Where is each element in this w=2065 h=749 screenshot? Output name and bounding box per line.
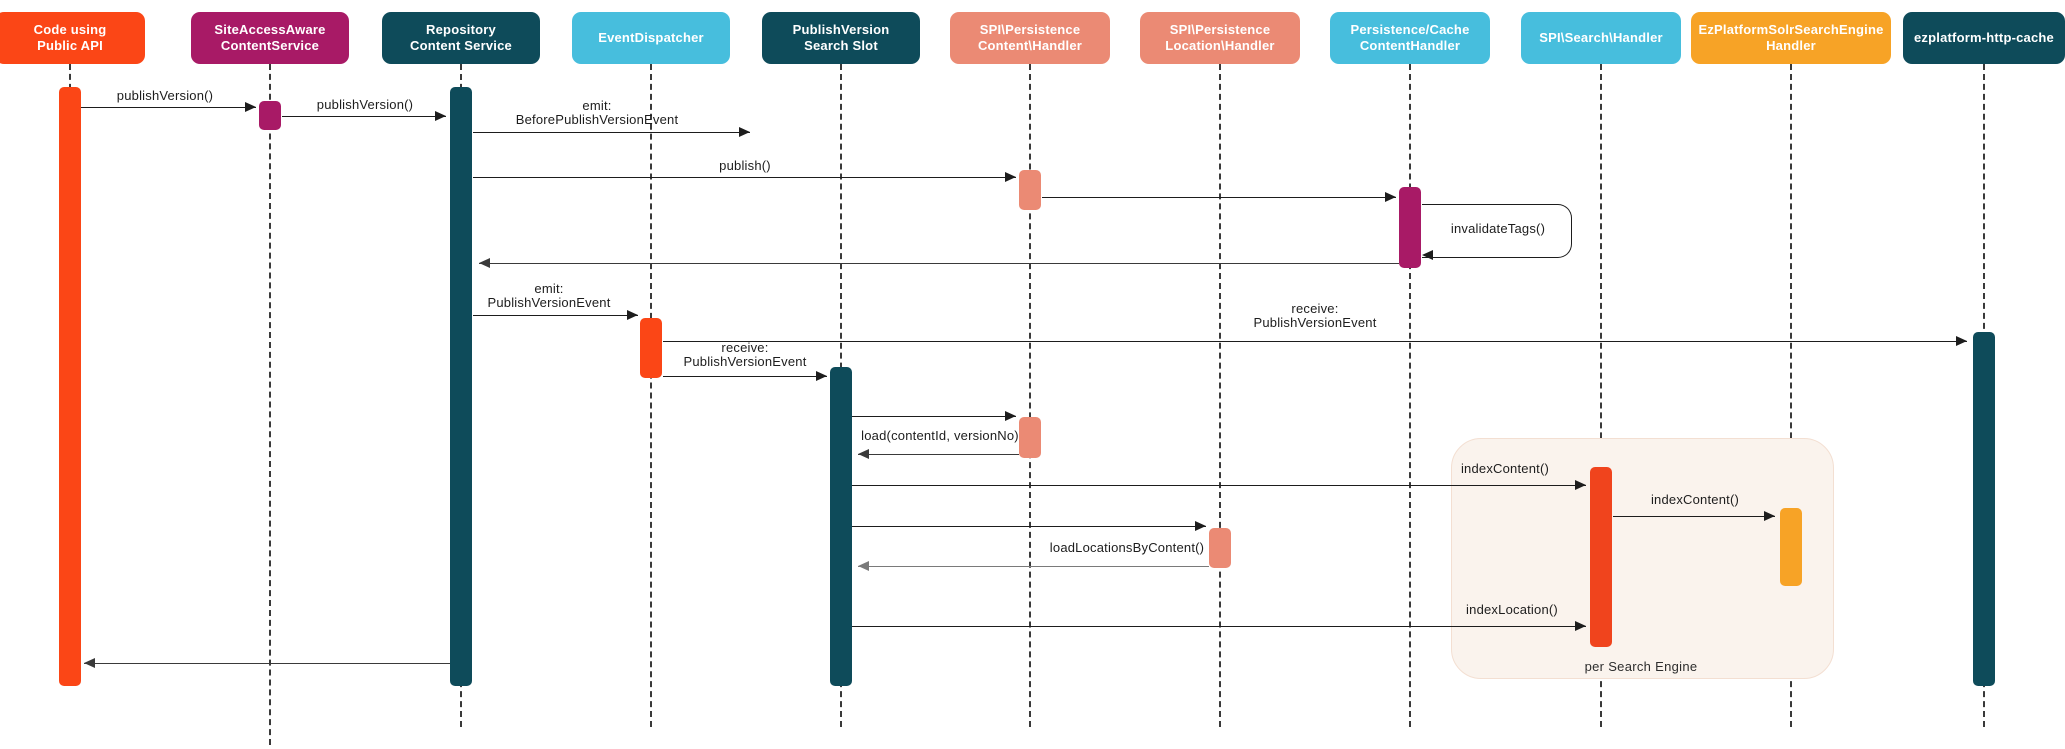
msg-index-content-2-arrowhead — [1764, 511, 1775, 521]
msg-receive-search-slot-arrowhead — [816, 371, 827, 381]
msg-locations-return-line — [858, 566, 1209, 567]
participant-box-publishversion-search-slot: PublishVersion Search Slot — [762, 12, 920, 64]
act-spi-content-2 — [1019, 417, 1041, 458]
region-per-search-engine — [1451, 438, 1834, 679]
msg-receive-http-cache-line — [663, 341, 1967, 342]
lifeline-spi-persistence-content-handler — [1029, 64, 1031, 727]
msg-load-locations-label: loadLocationsByContent() — [1049, 540, 1205, 555]
msg-load-return-arrowhead — [858, 449, 869, 459]
msg-publish-label: publish() — [719, 158, 771, 173]
act-spi-location — [1209, 528, 1231, 568]
msg-final-return-arrowhead — [84, 658, 95, 668]
msg-load-content-label: load(contentId, versionNo) — [861, 428, 1019, 443]
act-http-cache — [1973, 332, 1995, 686]
participant-box-eventdispatcher: EventDispatcher — [572, 12, 730, 64]
msg-publish-arrowhead — [1005, 172, 1016, 182]
msg-return-to-repository-line — [479, 263, 1399, 264]
msg-invalidate-tags-arrowhead — [1422, 250, 1433, 260]
msg-index-location-arrowhead — [1575, 621, 1586, 631]
msg-load-content-line — [852, 416, 1016, 417]
msg-emit-before-publish-line — [473, 132, 750, 133]
participant-box-spi-persistence-location-handler: SPI\Persistence Location\Handler — [1140, 12, 1300, 64]
msg-index-location-line — [852, 626, 1586, 627]
msg-publishversion-1-label: publishVersion() — [116, 88, 214, 103]
msg-emit-before-publish-arrowhead — [739, 127, 750, 137]
lifeline-spi-search-handler — [1600, 64, 1602, 727]
msg-load-content-arrowhead — [1005, 411, 1016, 421]
participant-box-repository-content-service: Repository Content Service — [382, 12, 540, 64]
msg-emit-before-publish-label: emit: BeforePublishVersionEvent — [515, 98, 679, 127]
participant-box-ezplatform-http-cache: ezplatform-http-cache — [1903, 12, 2065, 64]
participant-box-spi-search-handler: SPI\Search\Handler — [1521, 12, 1681, 64]
act-solr — [1780, 508, 1802, 586]
msg-index-content-1-arrowhead — [1575, 480, 1586, 490]
participant-box-spi-persistence-content-handler: SPI\Persistence Content\Handler — [950, 12, 1110, 64]
act-repository — [450, 87, 472, 686]
act-search-slot — [830, 367, 852, 686]
msg-index-content-2-line — [1613, 516, 1775, 517]
msg-final-return-line — [84, 663, 450, 664]
act-eventdispatcher — [640, 318, 662, 378]
participant-box-persistence-cache-contenthandler: Persistence/Cache ContentHandler — [1330, 12, 1490, 64]
lifeline-ezplatformsolrsearchengine-handler — [1790, 64, 1792, 727]
act-persistence-cache — [1399, 187, 1421, 268]
participant-box-code-using-public-api: Code using Public API — [0, 12, 145, 64]
act-spi-content-1 — [1019, 170, 1041, 210]
lifeline-siteaccessaware-contentservice — [269, 64, 271, 745]
act-code — [59, 87, 81, 686]
msg-index-content-2-label: indexContent() — [1650, 492, 1740, 507]
msg-load-return-line — [858, 454, 1019, 455]
lifeline-eventdispatcher — [650, 64, 652, 727]
msg-receive-http-cache-arrowhead — [1956, 336, 1967, 346]
msg-receive-search-slot-label: receive: PublishVersionEvent — [683, 340, 807, 369]
msg-publishversion-2-label: publishVersion() — [316, 97, 414, 112]
msg-emit-publish-event-arrowhead — [627, 310, 638, 320]
msg-content-to-cache-line — [1042, 197, 1396, 198]
msg-publishversion-1-line — [81, 107, 256, 108]
msg-emit-publish-event-line — [473, 315, 638, 316]
msg-return-to-repository-arrowhead — [479, 258, 490, 268]
msg-emit-publish-event-label: emit: PublishVersionEvent — [487, 281, 611, 310]
msg-invalidate-tags-loop — [1422, 204, 1572, 258]
msg-load-locations-line — [852, 526, 1206, 527]
msg-index-content-1-line — [852, 485, 1586, 486]
lifeline-spi-persistence-location-handler — [1219, 64, 1221, 727]
participant-box-ezplatformsolrsearchengine-handler: EzPlatformSolrSearchEngine Handler — [1691, 12, 1891, 64]
msg-receive-search-slot-line — [663, 376, 827, 377]
msg-publishversion-1-arrowhead — [245, 102, 256, 112]
msg-load-locations-arrowhead — [1195, 521, 1206, 531]
lifeline-persistence-cache-contenthandler — [1409, 64, 1411, 727]
msg-publish-line — [473, 177, 1016, 178]
msg-index-content-1-label: indexContent() — [1460, 461, 1550, 476]
act-siteaccess — [259, 101, 281, 130]
act-spi-search — [1590, 467, 1612, 647]
msg-receive-http-cache-label: receive: PublishVersionEvent — [1253, 301, 1377, 330]
msg-content-to-cache-arrowhead — [1385, 192, 1396, 202]
region-label: per Search Engine — [1584, 659, 1698, 674]
msg-locations-return-arrowhead — [858, 561, 869, 571]
msg-index-location-label: indexLocation() — [1466, 602, 1558, 617]
msg-publishversion-2-line — [282, 116, 446, 117]
msg-publishversion-2-arrowhead — [435, 111, 446, 121]
msg-invalidate-tags-label: invalidateTags() — [1450, 221, 1546, 236]
participant-box-siteaccessaware-contentservice: SiteAccessAware ContentService — [191, 12, 349, 64]
